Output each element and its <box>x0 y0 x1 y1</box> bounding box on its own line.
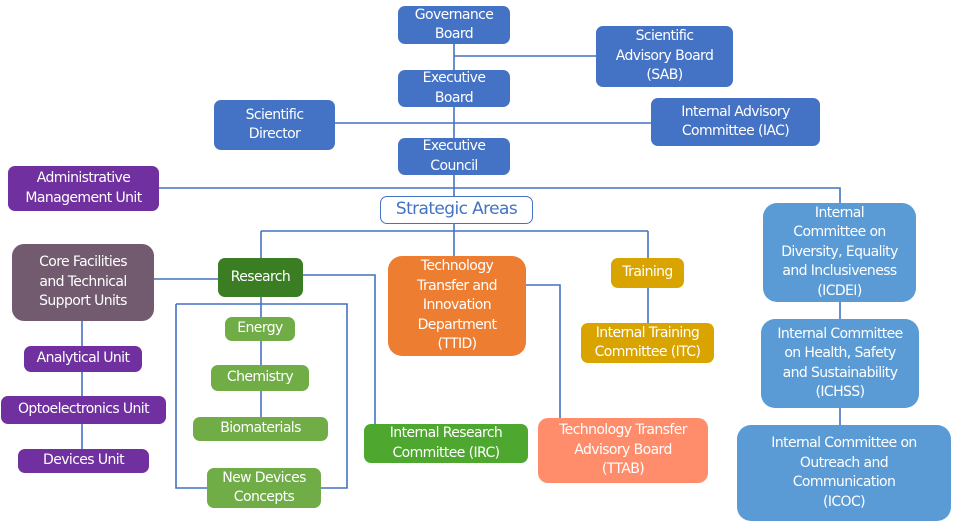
icdei-node: Internal Committee on Diversity, Equalit… <box>763 203 916 302</box>
connector-research-irc <box>303 274 376 424</box>
devices-unit-node: Devices Unit <box>18 449 149 473</box>
admin-management-unit-node: Administrative Management Unit <box>8 166 159 211</box>
irc-node: Internal Research Committee (IRC) <box>364 424 528 463</box>
training-node: Training <box>611 258 684 288</box>
connector-ttid-ttab <box>526 284 561 418</box>
energy-node: Energy <box>225 317 295 341</box>
research-node: Research <box>218 258 303 297</box>
iac-node: Internal Advisory Committee (IAC) <box>651 98 820 146</box>
sab-node: Scientific Advisory Board (SAB) <box>596 26 733 87</box>
connector-research-box-left <box>175 304 207 489</box>
chemistry-node: Chemistry <box>211 365 309 391</box>
icoc-node: Internal Committee on Outreach and Commu… <box>737 425 951 521</box>
core-facilities-node: Core Facilities and Technical Support Un… <box>12 244 154 321</box>
connector-admin-to-committees <box>159 187 841 203</box>
ichss-node: Internal Committee on Health, Safety and… <box>761 319 919 408</box>
analytical-unit-node: Analytical Unit <box>24 346 142 372</box>
scientific-director-node: Scientific Director <box>214 100 335 150</box>
biomaterials-node: Biomaterials <box>193 417 328 441</box>
ttid-node: Technology Transfer and Innovation Depar… <box>388 256 526 356</box>
governance-board-node: Governance Board <box>398 6 510 44</box>
itc-node: Internal Training Committee (ITC) <box>581 323 714 363</box>
connector-research-box <box>176 303 348 489</box>
new-devices-concepts-node: New Devices Concepts <box>207 468 321 508</box>
strategic-areas-node: Strategic Areas <box>380 196 533 224</box>
ttab-node: Technology Transfer Advisory Board (TTAB… <box>538 418 708 483</box>
executive-council-node: Executive Council <box>398 138 510 175</box>
optoelectronics-unit-node: Optoelectronics Unit <box>1 396 166 424</box>
executive-board-node: Executive Board <box>398 70 510 107</box>
